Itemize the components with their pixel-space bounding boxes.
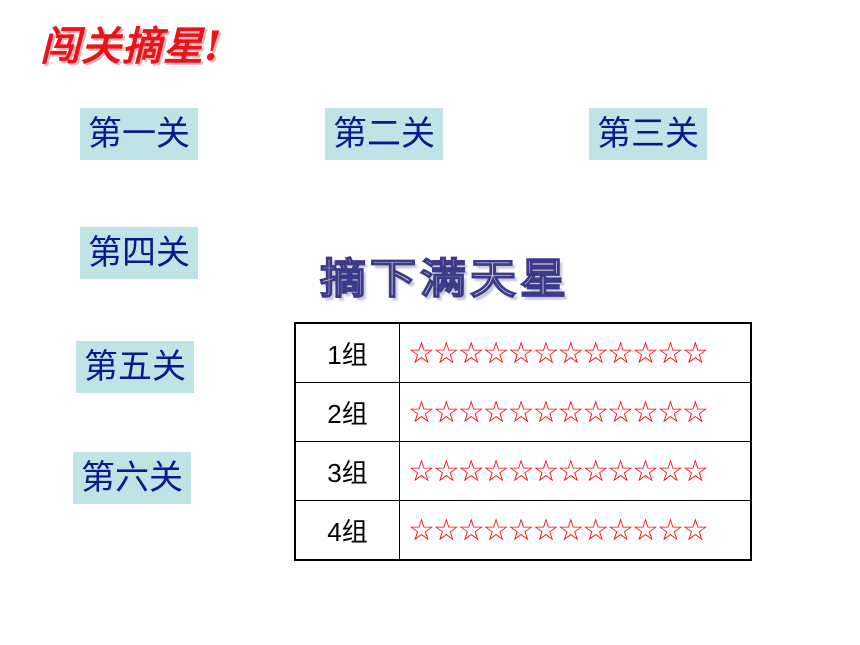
group-score-table: 1组 ☆☆☆☆☆☆☆☆☆☆☆☆ 2组 ☆☆☆☆☆☆☆☆☆☆☆☆ 3组 ☆☆☆☆☆… (294, 322, 752, 561)
star-rating[interactable]: ☆☆☆☆☆☆☆☆☆☆☆☆ (399, 322, 752, 383)
level-4-button[interactable]: 第四关 (80, 227, 198, 279)
table-row: 1组 ☆☆☆☆☆☆☆☆☆☆☆☆ (294, 322, 752, 383)
level-1-button[interactable]: 第一关 (80, 108, 198, 160)
level-5-button[interactable]: 第五关 (76, 341, 194, 393)
table-row: 3组 ☆☆☆☆☆☆☆☆☆☆☆☆ (294, 441, 752, 501)
star-rating[interactable]: ☆☆☆☆☆☆☆☆☆☆☆☆ (399, 382, 752, 442)
headline-banner: 摘下满天星 (319, 254, 570, 304)
star-rating[interactable]: ☆☆☆☆☆☆☆☆☆☆☆☆ (399, 441, 752, 501)
level-6-button[interactable]: 第六关 (73, 452, 191, 504)
group-label: 2组 (294, 382, 400, 442)
level-3-button[interactable]: 第三关 (589, 108, 707, 160)
table-row: 2组 ☆☆☆☆☆☆☆☆☆☆☆☆ (294, 382, 752, 442)
group-label: 4组 (294, 500, 400, 561)
page-title: 闯关摘星! (40, 23, 223, 70)
star-rating[interactable]: ☆☆☆☆☆☆☆☆☆☆☆☆ (399, 500, 752, 561)
group-label: 1组 (294, 322, 400, 383)
level-2-button[interactable]: 第二关 (325, 108, 443, 160)
table-row: 4组 ☆☆☆☆☆☆☆☆☆☆☆☆ (294, 500, 752, 561)
group-label: 3组 (294, 441, 400, 501)
